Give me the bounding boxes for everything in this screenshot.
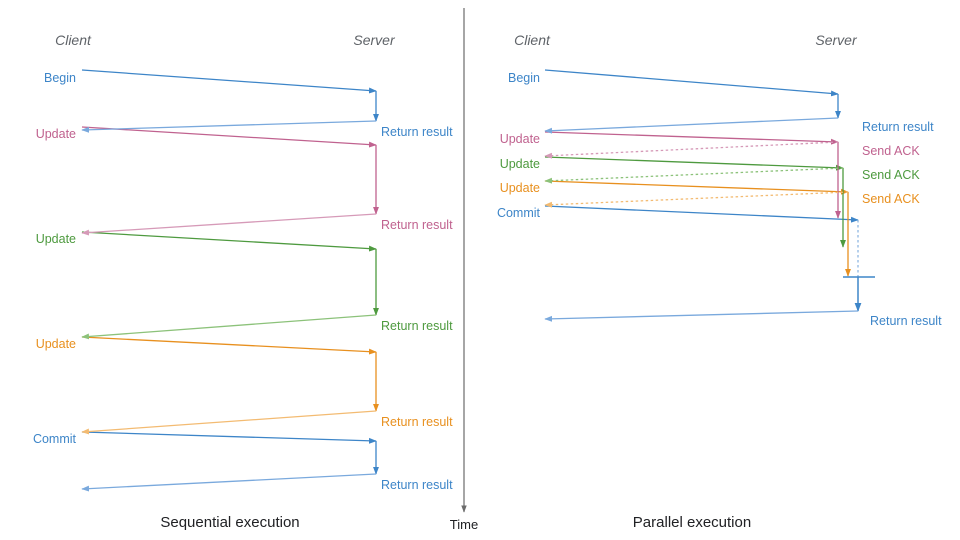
panel-parallel-server-label-4: Return result: [870, 314, 942, 328]
panel-sequential-client-header: Client: [55, 32, 91, 48]
panel-parallel-server-header: Server: [815, 32, 857, 48]
panel-parallel-request-update-2: [544, 156, 844, 171]
panel-parallel-server-label-0: Return result: [862, 120, 934, 134]
panel-sequential-request-begin: [81, 69, 377, 94]
panel-parallel-response-ack-1: [544, 141, 839, 159]
panel-sequential-server-header: Server: [353, 32, 395, 48]
panel-parallel-client-label-3: Update: [499, 181, 540, 195]
panel-sequential-response-update-1: [81, 213, 377, 236]
panel-sequential-server-label-2: Return result: [381, 319, 453, 333]
panel-parallel-caption: Parallel execution: [632, 514, 752, 531]
panel-sequential-client-label-0: Begin: [44, 71, 76, 85]
panel-parallel-server-label-2: Send ACK: [862, 168, 920, 182]
panel-parallel-client-header: Client: [514, 32, 550, 48]
panel-parallel-server-label-3: Send ACK: [862, 192, 920, 206]
panel-sequential-request-update-2: [81, 231, 377, 252]
panel-sequential-server-label-0: Return result: [381, 125, 453, 139]
panel-parallel-request-update-1: [544, 131, 839, 145]
panel-parallel-request-update-3: [544, 180, 849, 195]
panel-sequential-client-label-2: Update: [35, 232, 76, 246]
panel-parallel-client-label-0: Begin: [508, 71, 540, 85]
panel-sequential-server-label-1: Return result: [381, 218, 453, 232]
panel-parallel-client-label-2: Update: [499, 157, 540, 171]
panel-sequential-caption: Sequential execution: [160, 514, 300, 531]
panel-sequential-server-label-4: Return result: [381, 478, 453, 492]
panel-parallel-response-ack-3: [544, 191, 849, 208]
panel-parallel-client-label-4: Commit: [496, 206, 540, 220]
panel-parallel-server-label-1: Send ACK: [862, 144, 920, 158]
panel-parallel-request-commit: [544, 205, 859, 223]
time-axis-label: Time: [449, 517, 479, 532]
panel-sequential-request-commit: [81, 431, 377, 444]
panel-sequential-request-update-3: [81, 336, 377, 355]
panel-parallel-response-commit: [544, 310, 859, 322]
panel-parallel-client-label-1: Update: [499, 132, 540, 146]
panel-sequential-response-begin: [81, 120, 377, 133]
panel-sequential-response-commit: [81, 473, 377, 492]
panel-sequential-server-label-3: Return result: [381, 415, 453, 429]
panel-parallel-request-begin: [544, 69, 839, 97]
panel-sequential-response-update-2: [81, 314, 377, 340]
panel-sequential-client-label-1: Update: [35, 127, 76, 141]
panel-parallel-response-begin: [544, 117, 839, 134]
panel-sequential-client-label-4: Commit: [32, 432, 76, 446]
panel-sequential-response-update-3: [81, 410, 377, 435]
panel-parallel-response-ack-2: [544, 167, 844, 184]
panel-sequential-request-update-1: [81, 126, 377, 148]
panel-sequential-client-label-3: Update: [35, 337, 76, 351]
